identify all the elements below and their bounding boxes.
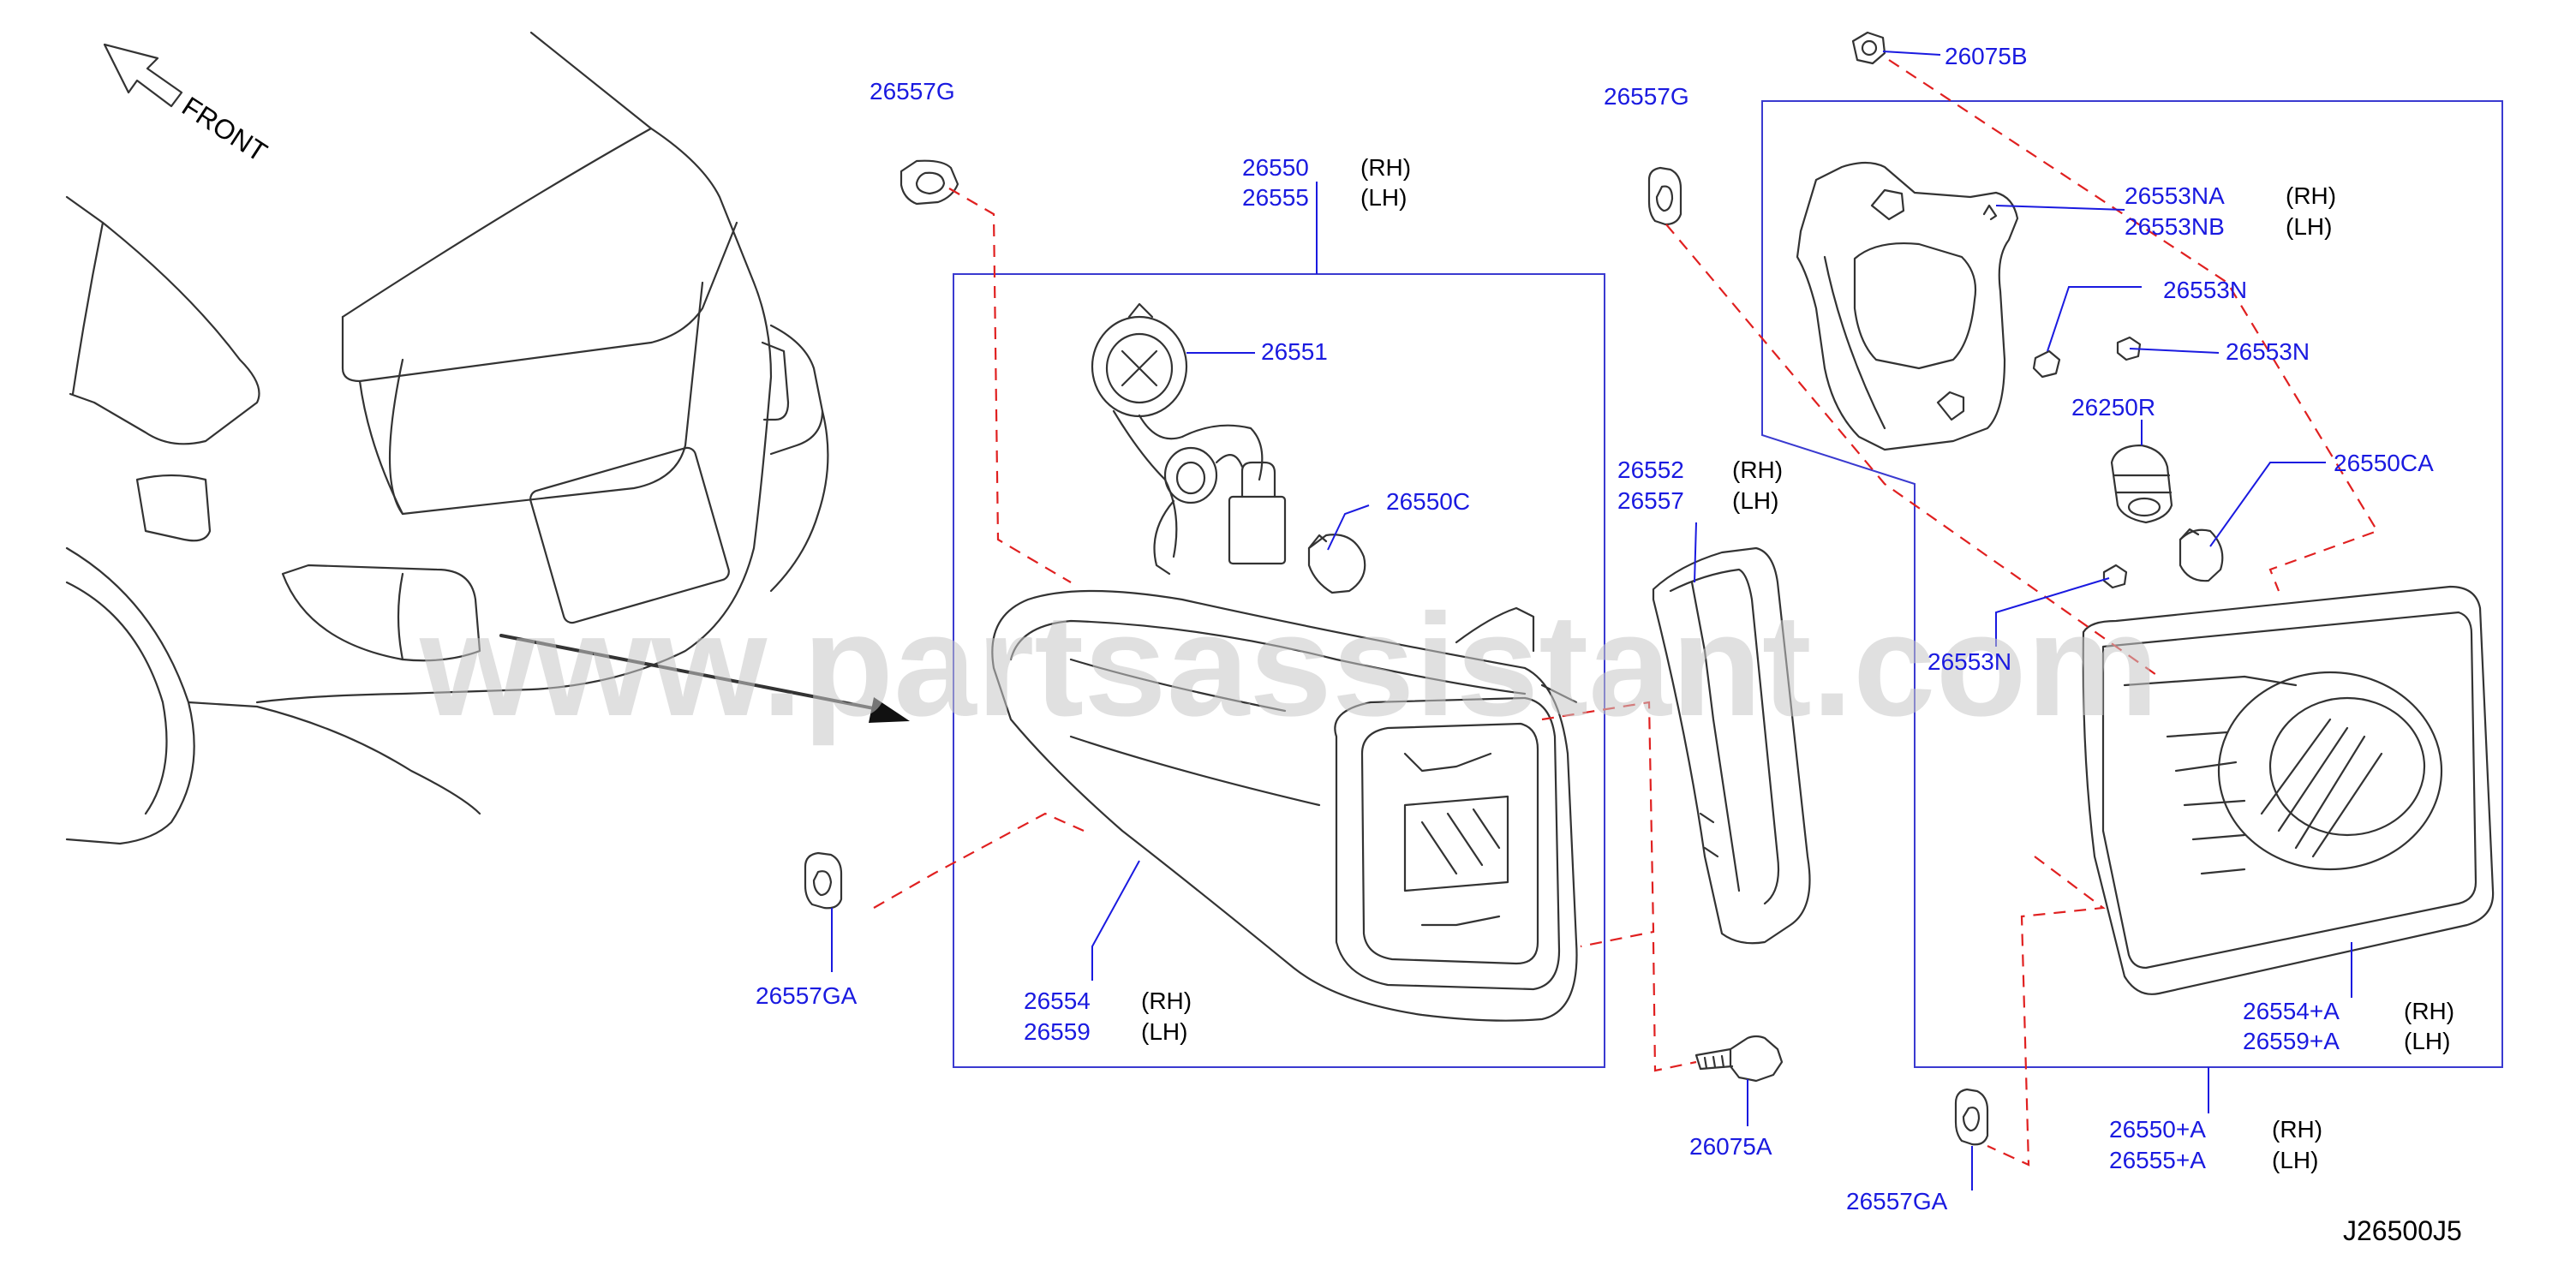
callout-26557G-left: 26557G	[870, 78, 955, 104]
callout-26553NA-side: (RH)	[2286, 182, 2336, 209]
clip-26557G-mid-icon	[1647, 166, 1682, 226]
callout-26554-side: (RH)	[1141, 988, 1192, 1014]
callout-26550CA: 26550CA	[2334, 450, 2434, 476]
callout-26553N-c: 26553N	[1928, 648, 2011, 675]
nut-26553N-c-icon	[2102, 564, 2128, 589]
callout-26550-side: (RH)	[1360, 154, 1411, 181]
callout-26075B: 26075B	[1945, 43, 2028, 69]
callout-26555A-side: (LH)	[2272, 1147, 2318, 1173]
diagram-code: J26500J5	[2343, 1215, 2462, 1246]
bulb-26550CA-icon	[2179, 528, 2224, 582]
callout-26550A-side: (RH)	[2272, 1116, 2322, 1143]
front-label: FRONT	[176, 91, 272, 168]
bracket-26553NA	[1796, 161, 2019, 451]
callout-26559A: 26559+A	[2243, 1028, 2340, 1054]
callout-labels: 26557G 26550 (RH) 26555 (LH) 26551 26550…	[756, 43, 2454, 1214]
callout-26553NA: 26553NA	[2125, 182, 2225, 209]
clip-26557GA-left-icon	[804, 851, 843, 910]
callout-26557GA-left: 26557GA	[756, 982, 858, 1009]
callout-26554A-side: (RH)	[2404, 998, 2454, 1024]
callout-26550: 26550	[1242, 154, 1309, 181]
callout-26075A: 26075A	[1689, 1133, 1772, 1160]
callout-26555-side: (LH)	[1360, 184, 1407, 211]
nut-26553N-b-icon	[2116, 336, 2142, 361]
nut-26553N-a-icon	[2032, 349, 2061, 379]
callout-26557GA-right: 26557GA	[1846, 1188, 1948, 1214]
bulb-26550C-icon	[1307, 534, 1366, 594]
callout-26554A: 26554+A	[2243, 998, 2340, 1024]
callout-26553NB-side: (LH)	[2286, 213, 2332, 240]
watermark-text: www.partsassistant.com	[419, 584, 2159, 747]
callout-26552: 26552	[1617, 456, 1684, 483]
callout-26559: 26559	[1024, 1018, 1091, 1045]
front-direction-indicator: FRONT	[103, 43, 272, 168]
callout-26554: 26554	[1024, 988, 1091, 1014]
clip-26557G-left-icon	[900, 159, 959, 206]
callout-26555: 26555	[1242, 184, 1309, 211]
inner-lamp-group-box	[1761, 100, 2503, 1068]
callout-26552-side: (RH)	[1732, 456, 1783, 483]
illustration-pointer-arrow	[499, 634, 888, 713]
front-arrow-icon	[103, 43, 183, 108]
clip-26557GA-right-icon	[1954, 1088, 1989, 1146]
callout-26557-side: (LH)	[1732, 487, 1778, 514]
outer-combination-lamp	[991, 589, 1578, 1022]
callout-26559-side: (LH)	[1141, 1018, 1187, 1045]
screw-26075A-icon	[1694, 1035, 1784, 1083]
callout-26557: 26557	[1617, 487, 1684, 514]
callout-26553N-b: 26553N	[2226, 338, 2310, 365]
nut-26075B-icon	[1851, 31, 1886, 65]
socket-harness-assembly	[1091, 302, 1287, 576]
pointer-arrowhead-icon	[869, 697, 910, 723]
gasket-26552	[1652, 546, 1811, 945]
mating-lines	[873, 59, 2379, 1167]
callout-26559A-side: (LH)	[2404, 1028, 2450, 1054]
vehicle-rear-illustration	[65, 31, 910, 845]
callout-26553N-a: 26553N	[2163, 277, 2247, 303]
socket-26250R-icon	[2110, 444, 2173, 524]
callout-26557G-mid: 26557G	[1604, 83, 1689, 110]
callout-26553NB: 26553NB	[2125, 213, 2225, 240]
callout-26555A: 26555+A	[2109, 1147, 2206, 1173]
callout-26250R: 26250R	[2071, 394, 2155, 421]
outer-lamp-group-box	[953, 273, 1605, 1068]
callout-26550C: 26550C	[1386, 488, 1470, 515]
leader-lines	[831, 51, 2352, 1190]
callout-26551: 26551	[1261, 338, 1328, 365]
inner-combination-lamp	[2082, 585, 2495, 995]
callout-26550A: 26550+A	[2109, 1116, 2206, 1143]
